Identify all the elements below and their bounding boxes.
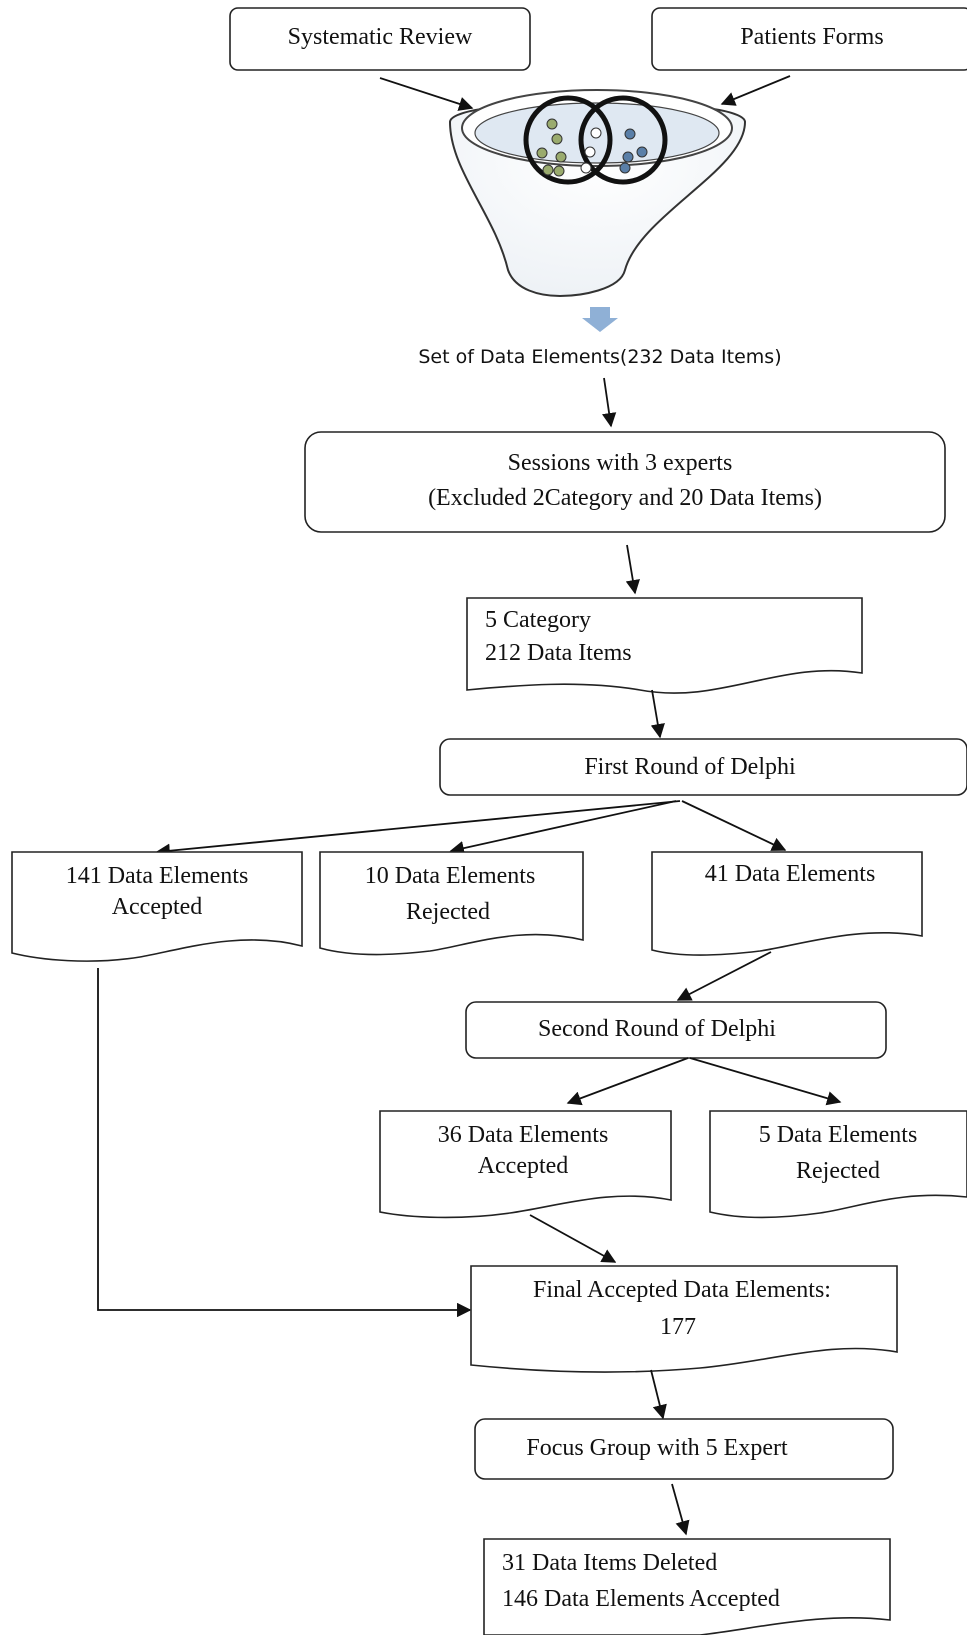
first-round-box: First Round of Delphi [439, 738, 967, 796]
patients-forms-label: Patients Forms [740, 24, 883, 50]
first-accepted-document: 141 Data Elements Accepted [11, 851, 303, 962]
second-accepted-line2: Accepted [478, 1153, 569, 1179]
arrow-to-41-elements [681, 800, 787, 851]
arrow-to-10-rejected [449, 800, 677, 856]
arrow-to-focus-group [650, 1369, 667, 1420]
first-accepted-line1: 141 Data Elements [66, 863, 249, 889]
sessions-line2: (Excluded 2Category and 20 Data Items) [428, 485, 822, 511]
funnel-icon [448, 89, 747, 298]
category-line2: 212 Data Items [485, 640, 632, 666]
first-pending-document: 41 Data Elements [651, 851, 923, 956]
first-pending-line1: 41 Data Elements [705, 861, 876, 887]
funnel-output-label: Set of Data Elements(232 Data Items) [418, 346, 781, 368]
sessions-box: Sessions with 3 experts (Excluded 2Categ… [304, 431, 946, 533]
second-accepted-line1: 36 Data Elements [438, 1122, 609, 1148]
arrow-to-sessions [602, 377, 617, 428]
arrow-to-141-accepted [155, 800, 681, 858]
second-rejected-line1: 5 Data Elements [759, 1122, 918, 1148]
arrow-review-to-funnel [379, 77, 474, 111]
focus-group-box: Focus Group with 5 Expert [474, 1418, 894, 1480]
final-result-document: 31 Data Items Deleted 146 Data Elements … [483, 1538, 891, 1635]
second-round-label: Second Round of Delphi [538, 1016, 776, 1042]
white-dots [580, 127, 602, 174]
category-line1: 5 Category [485, 607, 591, 633]
first-rejected-line2: Rejected [406, 899, 490, 925]
focus-group-label: Focus Group with 5 Expert [526, 1435, 788, 1461]
patients-forms-box: Patients Forms [651, 7, 967, 71]
arrow-to-category [625, 544, 640, 595]
arrow-to-final-result [671, 1483, 690, 1536]
arrow-forms-to-funnel [720, 75, 791, 106]
arrow-36-to-final [529, 1214, 617, 1263]
systematic-review-box: Systematic Review [229, 7, 531, 71]
first-accepted-line2: Accepted [112, 894, 203, 920]
final-accepted-line2: 177 [660, 1314, 696, 1340]
first-round-label: First Round of Delphi [584, 754, 796, 780]
category-document: 5 Category 212 Data Items [466, 597, 863, 694]
funnel-output-arrow-icon [582, 307, 618, 332]
second-accepted-document: 36 Data Elements Accepted [379, 1110, 672, 1219]
final-accepted-document: Final Accepted Data Elements: 177 [470, 1265, 898, 1373]
arrow-141-to-final [97, 968, 472, 1318]
first-rejected-document: 10 Data Elements Rejected [319, 851, 584, 956]
arrow-to-5-rejected [689, 1057, 842, 1106]
second-rejected-document: 5 Data Elements Rejected [709, 1110, 967, 1219]
arrow-to-second-round [676, 951, 772, 1001]
blue-dots [619, 128, 648, 174]
final-result-line2: 146 Data Elements Accepted [502, 1586, 780, 1612]
second-round-box: Second Round of Delphi [465, 1001, 887, 1059]
final-accepted-line1: Final Accepted Data Elements: [533, 1277, 831, 1303]
first-rejected-line1: 10 Data Elements [365, 863, 536, 889]
final-result-line1: 31 Data Items Deleted [502, 1550, 717, 1576]
second-rejected-line2: Rejected [796, 1158, 880, 1184]
arrow-to-first-round [650, 689, 665, 739]
arrow-to-36-accepted [566, 1057, 689, 1106]
green-dots [536, 118, 567, 177]
systematic-review-label: Systematic Review [288, 24, 473, 50]
sessions-line1: Sessions with 3 experts [508, 450, 733, 476]
